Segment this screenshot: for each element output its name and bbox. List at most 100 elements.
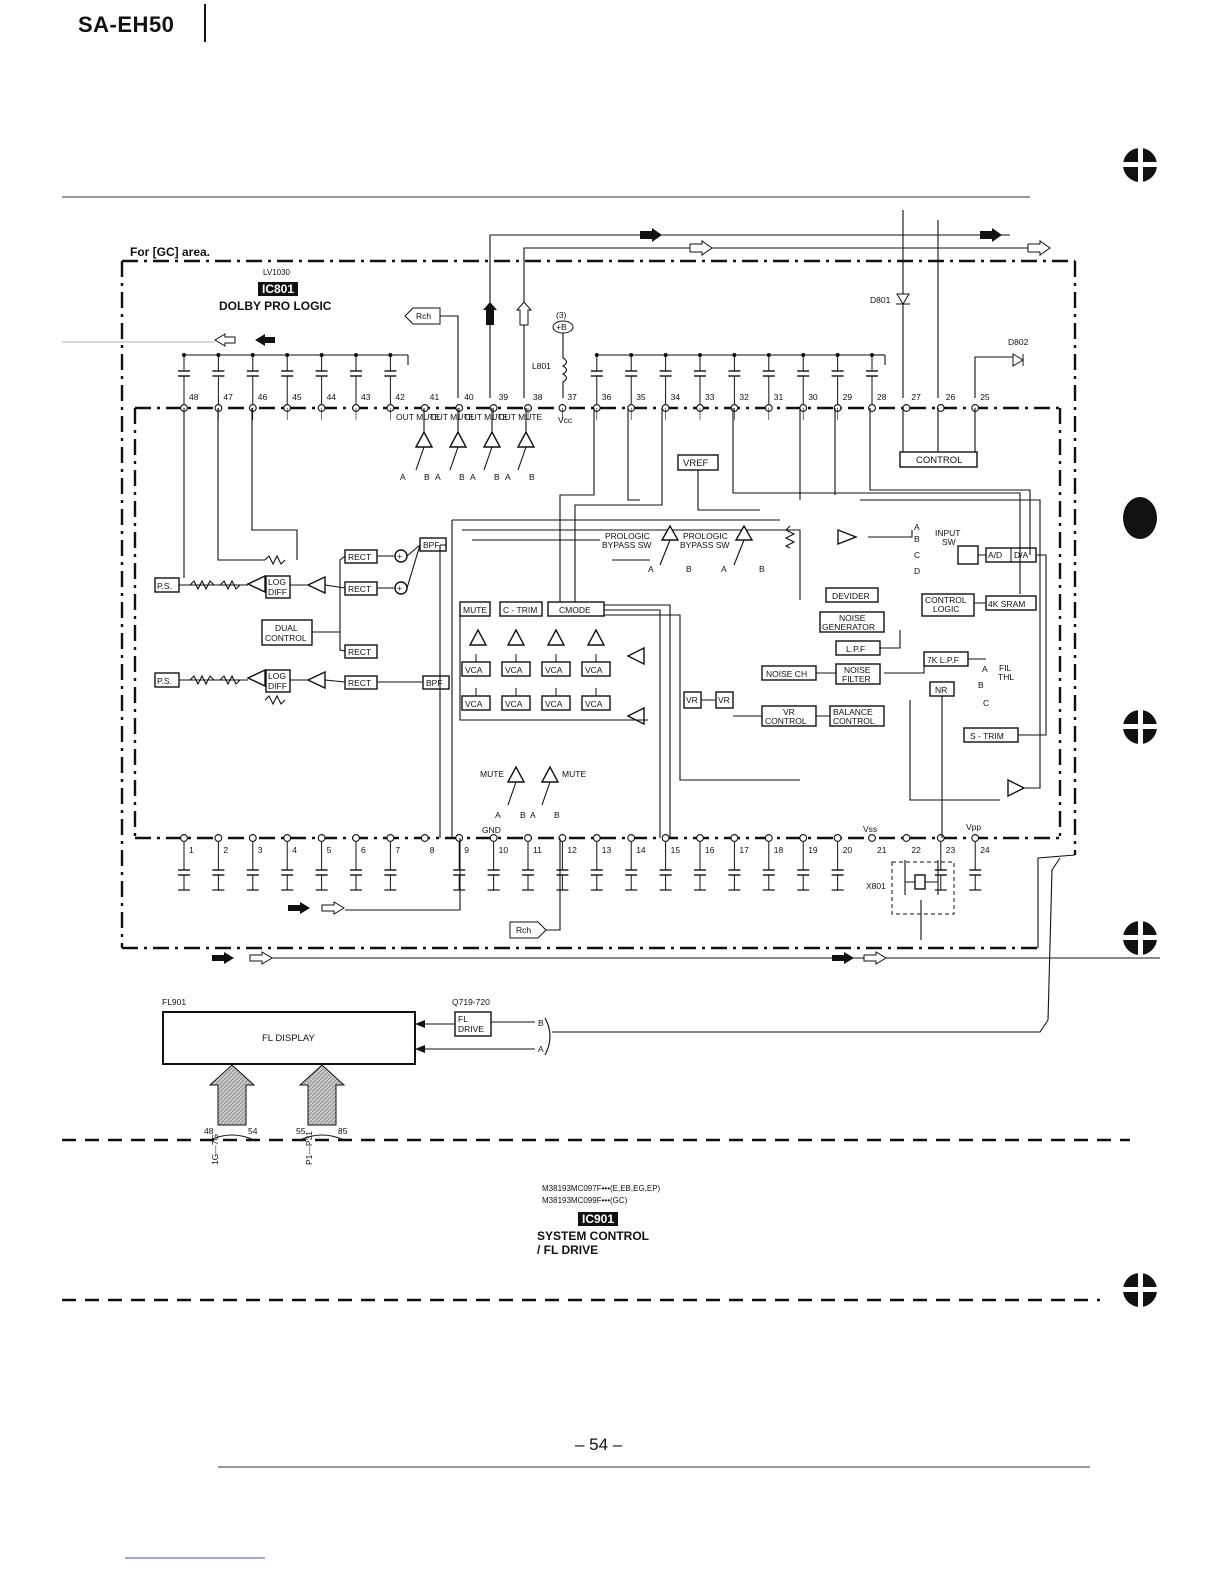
noise-filter-block	[835, 663, 881, 685]
svg-text:A: A	[505, 472, 511, 482]
log-diff-bottom	[265, 669, 291, 693]
top-pin	[420, 404, 429, 412]
out-mute-label-2: OUT MUTE	[430, 412, 475, 422]
noise-generator-block	[819, 611, 885, 633]
svg-text:B: B	[520, 810, 526, 820]
top-signal-lines: D801 D802 Rch (3) +B L801	[214, 210, 1051, 398]
top-pin-number: 26	[946, 392, 956, 402]
svg-text:DUAL: DUAL	[275, 623, 298, 633]
svg-text:A: A	[530, 810, 536, 820]
bottom-pin-number: 9	[464, 845, 469, 855]
svg-text:CONTROL: CONTROL	[833, 716, 875, 726]
svg-text:BYPASS SW: BYPASS SW	[602, 540, 651, 550]
bottom-pin	[661, 834, 670, 842]
lower-mute-label-1: MUTE	[480, 769, 504, 779]
x801-label: X801	[866, 881, 886, 891]
bottom-pin	[455, 834, 464, 842]
svg-text:A: A	[914, 522, 920, 532]
bottom-pin-number: 15	[671, 845, 681, 855]
top-pin-capacitors	[178, 353, 878, 404]
fl-seg-left: 1G---7G	[210, 1134, 220, 1165]
ic801-part-number: LV1030	[263, 268, 290, 277]
model-title: SA-EH50	[78, 12, 175, 37]
svg-text:PROLOGIC: PROLOGIC	[605, 531, 650, 541]
devider-label: DEVIDER	[832, 591, 870, 601]
bottom-pin-capacitors	[178, 408, 982, 891]
vca-label: VCA	[465, 699, 483, 709]
svg-text:LOG: LOG	[268, 671, 286, 681]
ic801-boundary	[133, 406, 1062, 840]
bottom-pin	[558, 834, 567, 842]
bpf-label-bottom: BPF	[426, 678, 443, 688]
vca-label: VCA	[545, 699, 563, 709]
fl901-label: FL901	[162, 997, 186, 1007]
top-pin-number: 39	[499, 392, 509, 402]
svg-text:B: B	[424, 472, 430, 482]
svg-text:+: +	[397, 583, 402, 593]
bottom-pin-number: 19	[808, 845, 818, 855]
svg-text:C: C	[983, 698, 989, 708]
rect-label-4: RECT	[348, 678, 371, 688]
bottom-pin-number: 10	[499, 845, 509, 855]
mute-block	[459, 601, 491, 617]
bottom-pin	[317, 834, 326, 842]
fl-seg-right: P1---P31	[304, 1131, 314, 1165]
rect-label-3: RECT	[348, 647, 371, 657]
bottom-pin	[730, 834, 739, 842]
out-mute-label-3: OUT MUTE	[464, 412, 509, 422]
top-pin-number: 46	[258, 392, 268, 402]
top-pin-number: 48	[189, 392, 199, 402]
bottom-pin	[352, 834, 360, 842]
bottom-pin	[696, 834, 704, 842]
fl-pin-48: 48	[204, 1126, 214, 1136]
top-pin-number: 43	[361, 392, 371, 402]
out-mute-label-1: OUT MUTE	[396, 412, 441, 422]
svg-text:NOISE: NOISE	[839, 613, 866, 623]
svg-text:PROLOGIC: PROLOGIC	[683, 531, 728, 541]
c-trim-label: C - TRIM	[503, 605, 537, 615]
vdd-label: Vpp	[966, 822, 981, 832]
rect-label-2: RECT	[348, 584, 371, 594]
bottom-pin	[971, 834, 980, 842]
punch-marks	[1118, 144, 1162, 1309]
rch-tag-top: Rch	[416, 311, 431, 321]
top-pin	[902, 404, 911, 412]
bottom-pin-number: 6	[361, 845, 366, 855]
bottom-pin-number: 23	[946, 845, 956, 855]
ic901-badge: IC901	[578, 1212, 619, 1226]
vca-label: VCA	[505, 665, 523, 675]
noise-ch-label: NOISE CH	[766, 669, 807, 679]
rect-label-1: RECT	[348, 552, 371, 562]
svg-text:B: B	[914, 534, 920, 544]
vca-label: VCA	[465, 665, 483, 675]
svg-text:BYPASS SW: BYPASS SW	[680, 540, 729, 550]
top-pin-number: 29	[843, 392, 853, 402]
top-pin-number: 27	[911, 392, 921, 402]
svg-text:FL: FL	[458, 1014, 468, 1024]
bottom-pin-number: 16	[705, 845, 715, 855]
bottom-pin	[592, 834, 601, 842]
svg-text:VR: VR	[783, 707, 795, 717]
da-label: D/A	[1014, 550, 1029, 560]
top-pin-number: 25	[980, 392, 990, 402]
svg-text:B: B	[978, 680, 984, 690]
top-pin	[936, 404, 945, 412]
devider-block	[825, 587, 879, 603]
svg-text:CONTROL: CONTROL	[765, 716, 807, 726]
ic901-part-2: M38193MC099F•••(GC)	[542, 1196, 628, 1205]
svg-text:B: B	[686, 564, 692, 574]
mute-block-label: MUTE	[463, 605, 487, 615]
d801-label: D801	[870, 295, 891, 305]
bottom-pin	[833, 834, 842, 842]
svg-text:CONTROL: CONTROL	[925, 595, 967, 605]
bottom-pin-number: 18	[774, 845, 784, 855]
bottom-pin-number: 7	[395, 845, 400, 855]
plus-b-label: +B	[556, 322, 567, 332]
gnd-label: GND	[482, 825, 501, 835]
dual-control-block	[261, 619, 313, 646]
svg-text:B: B	[459, 472, 465, 482]
ic901-part-1: M38193MC097F•••(E,EB,EG,EP)	[542, 1184, 661, 1193]
